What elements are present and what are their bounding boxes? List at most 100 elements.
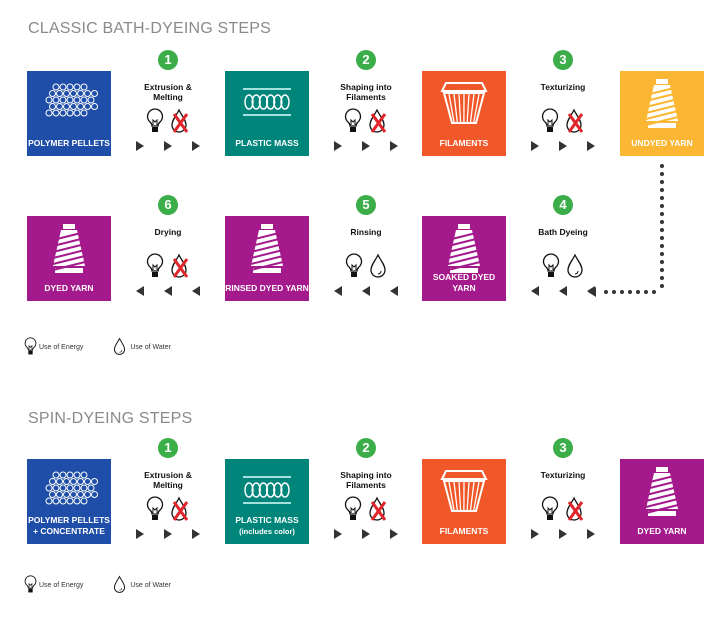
step-number-badge: 3 [553,50,573,70]
legend-water-label: Use of Water [130,582,171,589]
flow-arrows [136,141,216,151]
step-number-badge: 3 [553,438,573,458]
lightbulb-icon [146,496,164,524]
cone-icon [52,224,86,273]
water-drop-icon [113,575,126,596]
step-icons [336,108,396,136]
legend: Use of Energy Use of Water [24,575,191,596]
arrow-right-icon [362,141,370,151]
water-drop-icon [566,253,584,281]
stage-name: UNDYED YARN [631,138,693,148]
stage-box: UNDYED YARN [620,71,704,156]
cone-icon [447,224,481,273]
lightbulb-icon [542,253,560,281]
stage-name: SOAKED DYED YARN [432,272,496,293]
flow-arrows [531,286,611,296]
legend-energy-label: Use of Energy [39,582,84,589]
water-drop-icon [113,337,126,358]
arrow-right-icon [587,529,595,539]
lightbulb-icon [541,496,559,524]
connector-dot [636,290,640,294]
arrow-right-icon [334,141,342,151]
stage-name: RINSED DYED YARN [225,283,309,293]
flow-arrows [136,286,216,296]
pellets-icon [45,83,98,117]
flow-arrows [531,141,611,151]
stage-box: DYED YARN [27,216,111,301]
filaments-icon [440,82,488,124]
crossed-water-drop-icon [170,253,190,281]
lightbulb-icon [146,108,164,136]
flow-arrows [136,529,216,539]
water-drop-icon [369,253,387,281]
step-number-badge: 6 [158,195,178,215]
connector-dot [660,236,664,240]
arrow-right-icon [587,141,595,151]
stage-name: POLYMER PELLETS + CONCENTRATE [28,515,110,536]
cone-icon [645,79,679,128]
legend-water-label: Use of Water [130,344,171,351]
step-icons [336,253,396,281]
section-title: CLASSIC BATH-DYEING STEPS [28,20,271,37]
arrow-right-icon [531,141,539,151]
stage-label: POLYMER PELLETS [27,138,111,149]
flow-arrows [334,529,414,539]
connector-dot [660,172,664,176]
stage-label: SOAKED DYED YARN [422,272,506,294]
arrow-right-icon [559,141,567,151]
arrow-left-icon [390,286,398,296]
connector-dot [660,196,664,200]
lightbulb-icon [345,253,363,281]
step-label: Extrusion & Melting [144,470,192,490]
step-label: Texturizing [540,470,586,480]
connector-dot [660,284,664,288]
stage-box: PLASTIC MASS(includes color) [225,459,309,544]
flow-arrows [334,286,414,296]
crossed-water-drop-icon [170,108,190,136]
cone-icon [250,224,284,273]
step-number-badge: 2 [356,50,376,70]
stage-name: DYED YARN [637,526,687,536]
connector-dot [660,220,664,224]
flow-arrows [334,141,414,151]
connector-dot [660,204,664,208]
filaments-icon [440,470,488,512]
arrow-right-icon [192,529,200,539]
stage-label: POLYMER PELLETS + CONCENTRATE [27,515,111,537]
stage-box: FILAMENTS [422,71,506,156]
step-number-badge: 2 [356,438,376,458]
arrow-right-icon [531,529,539,539]
arrow-right-icon [164,141,172,151]
stage-box: SOAKED DYED YARN [422,216,506,301]
lightbulb-icon [344,496,362,524]
step-label: Drying [154,227,182,237]
stage-name: PLASTIC MASS [235,138,299,148]
step-icons [533,108,593,136]
step-label: Bath Dyeing [538,227,588,237]
stage-box: FILAMENTS [422,459,506,544]
arrow-right-icon [164,529,172,539]
stage-label: PLASTIC MASS [225,138,309,149]
connector-dot [612,290,616,294]
arrow-left-icon [559,286,567,296]
energy-icon [24,575,37,596]
arrow-right-icon [334,529,342,539]
arrow-right-icon [390,141,398,151]
step-icons [336,496,396,524]
stage-label: DYED YARN [620,526,704,537]
step-icons [533,253,593,281]
lightbulb-icon [541,108,559,136]
step-icons [533,496,593,524]
stage-label: RINSED DYED YARN [225,283,309,294]
step-number-badge: 4 [553,195,573,215]
crossed-water-drop-icon [368,108,388,136]
connector-dot [660,244,664,248]
connector-dot [620,290,624,294]
stage-label: DYED YARN [27,283,111,294]
connector-dot [660,228,664,232]
connector-dot [660,268,664,272]
connector-dot [660,180,664,184]
connector-dot [660,252,664,256]
step-label: Shaping into Filaments [340,82,392,102]
